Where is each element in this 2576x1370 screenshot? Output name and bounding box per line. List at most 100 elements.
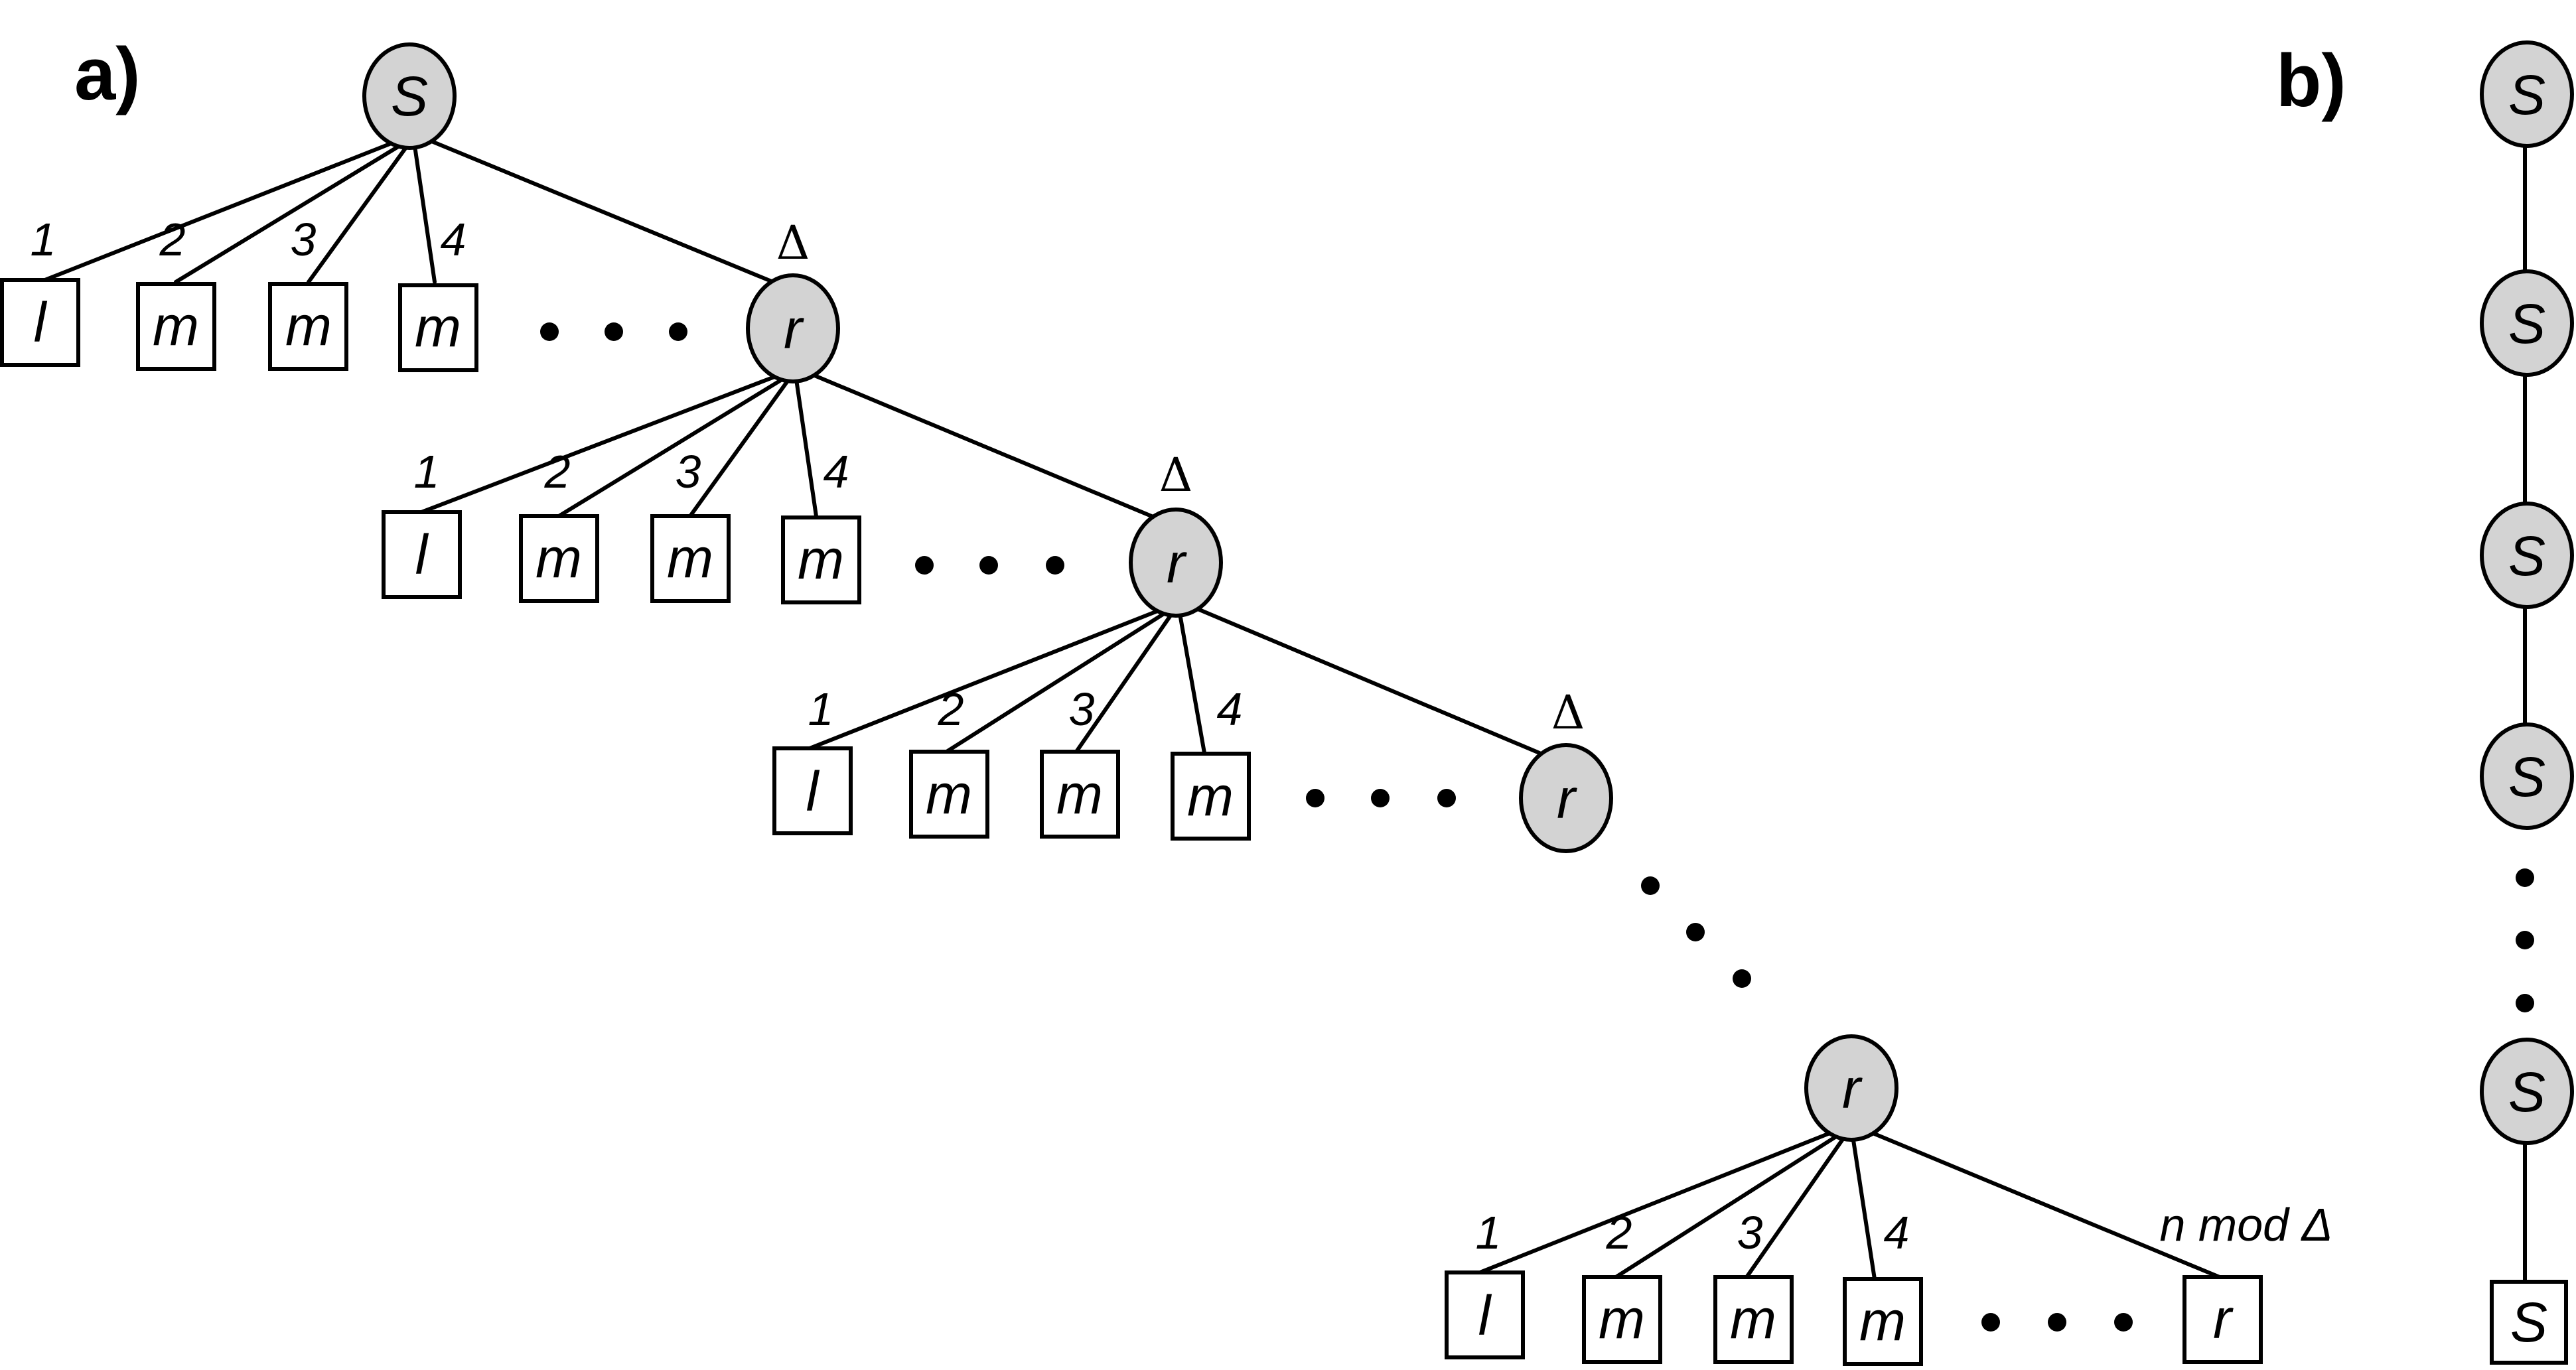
edge-label-n-mod-delta: n mod Δ [2160, 1199, 2333, 1251]
leaf-m [909, 750, 989, 839]
leaf-l [1445, 1270, 1525, 1359]
right-node [1129, 508, 1223, 618]
chain-node [2480, 1038, 2574, 1145]
leaf-l-label: l [806, 760, 820, 823]
right-node-label: r [1557, 768, 1577, 830]
chain-node [2480, 269, 2574, 377]
leaf-m-label: m [1730, 1288, 1776, 1350]
edge-label-4: 4 [441, 214, 466, 265]
ellipsis-dot [979, 556, 998, 575]
leaf-m [268, 282, 348, 371]
edge-label-delta: Δ [1551, 685, 1585, 740]
edge-label-1: 1 [31, 214, 56, 265]
continuation-dot [1733, 969, 1751, 988]
chain-node-label: S [2508, 293, 2545, 355]
chain-node-label: S [2508, 1061, 2545, 1123]
right-node [1519, 743, 1613, 853]
ellipsis-dot [669, 322, 687, 341]
leaf-m-label: m [536, 527, 582, 589]
right-node [746, 273, 840, 383]
ellipsis-dot [1306, 789, 1324, 807]
right-node-label: r [784, 298, 804, 360]
leaf-m [1843, 1277, 1923, 1366]
leaf-m-label: m [285, 295, 332, 357]
chain-leaf-label: S [2510, 1291, 2547, 1353]
leaf-m-label: m [153, 295, 199, 357]
edge-label-2: 2 [938, 683, 964, 735]
leaf-m-label: m [926, 763, 972, 825]
leaf-m-label: m [1056, 763, 1103, 825]
level-3-edges [808, 607, 1541, 755]
edge-label-1: 1 [808, 683, 834, 735]
ellipsis-dot [1437, 789, 1456, 807]
leaf-l-label: l [415, 523, 429, 586]
ellipsis-dot [1981, 1313, 2000, 1332]
leaf-l [382, 510, 462, 599]
chain-continuation-dot [2516, 994, 2534, 1012]
leaf-r-label: r [2213, 1288, 2234, 1350]
right-node-label: r [1167, 532, 1187, 594]
leaf-m [1171, 752, 1251, 841]
edge-label-1: 1 [414, 446, 440, 498]
right-node-label: r [1842, 1058, 1863, 1120]
leaf-l-label: l [34, 291, 48, 354]
root-node [362, 42, 457, 150]
panel-a-label: a) [74, 33, 141, 115]
leaf-m [1582, 1275, 1662, 1364]
chain-node [2480, 40, 2574, 148]
leaf-m-label: m [415, 296, 461, 358]
continuation-dot [1641, 876, 1660, 895]
chain-node [2480, 502, 2574, 609]
root-node-label: S [391, 65, 428, 127]
edge-label-4: 4 [823, 446, 849, 498]
leaf-m-label: m [1599, 1288, 1645, 1350]
leaf-l-label: l [1478, 1284, 1492, 1347]
edge-label-2: 2 [544, 446, 571, 498]
chain-leaf [2490, 1280, 2568, 1365]
leaf-l [772, 746, 853, 835]
ellipsis-dot [2048, 1313, 2066, 1332]
leaf-m [136, 282, 216, 371]
chain-continuation-dot [2516, 868, 2534, 887]
leaf-m-label: m [798, 528, 844, 590]
ellipsis-dot [605, 322, 623, 341]
level-1-edges [38, 139, 775, 284]
ellipsis-dot [1046, 556, 1064, 575]
chain-node-label: S [2508, 746, 2545, 808]
last-level-edges [1478, 1129, 2222, 1281]
leaf-m [1713, 1275, 1794, 1364]
leaf-r [2182, 1275, 2263, 1364]
leaf-m-label: m [1187, 765, 1234, 827]
edge-label-3: 3 [1737, 1207, 1763, 1259]
edge-label-2: 2 [1606, 1207, 1632, 1259]
panel-b-label: b) [2276, 39, 2346, 122]
level-2-edges [419, 373, 1160, 521]
edge-label-1: 1 [1476, 1207, 1502, 1259]
ellipsis-dot [1371, 789, 1390, 807]
ellipsis-dot [915, 556, 934, 575]
edge-label-2: 2 [159, 214, 186, 265]
edge-label-delta: Δ [776, 216, 810, 270]
leaf-m [1040, 750, 1120, 839]
leaf-l [0, 278, 80, 367]
leaf-m-label: m [667, 527, 713, 589]
edge-label-3: 3 [291, 214, 317, 265]
leaf-m [398, 283, 478, 372]
edge-label-3: 3 [1069, 683, 1095, 735]
right-node [1804, 1034, 1898, 1142]
continuation-dot [1686, 923, 1705, 941]
chain-node-label: S [2508, 525, 2545, 587]
leaf-m [650, 514, 731, 603]
edge-label-4: 4 [1884, 1207, 1910, 1259]
ellipsis-dot [2114, 1313, 2133, 1332]
chain-node-label: S [2508, 64, 2545, 126]
leaf-m [781, 515, 861, 604]
leaf-m-label: m [1859, 1290, 1906, 1352]
leaf-m [519, 514, 599, 603]
edge-label-4: 4 [1217, 683, 1243, 735]
chain-continuation-dot [2516, 931, 2534, 949]
edge-label-3: 3 [676, 446, 701, 498]
edge-label-delta: Δ [1159, 448, 1193, 502]
chain-node [2480, 722, 2574, 830]
